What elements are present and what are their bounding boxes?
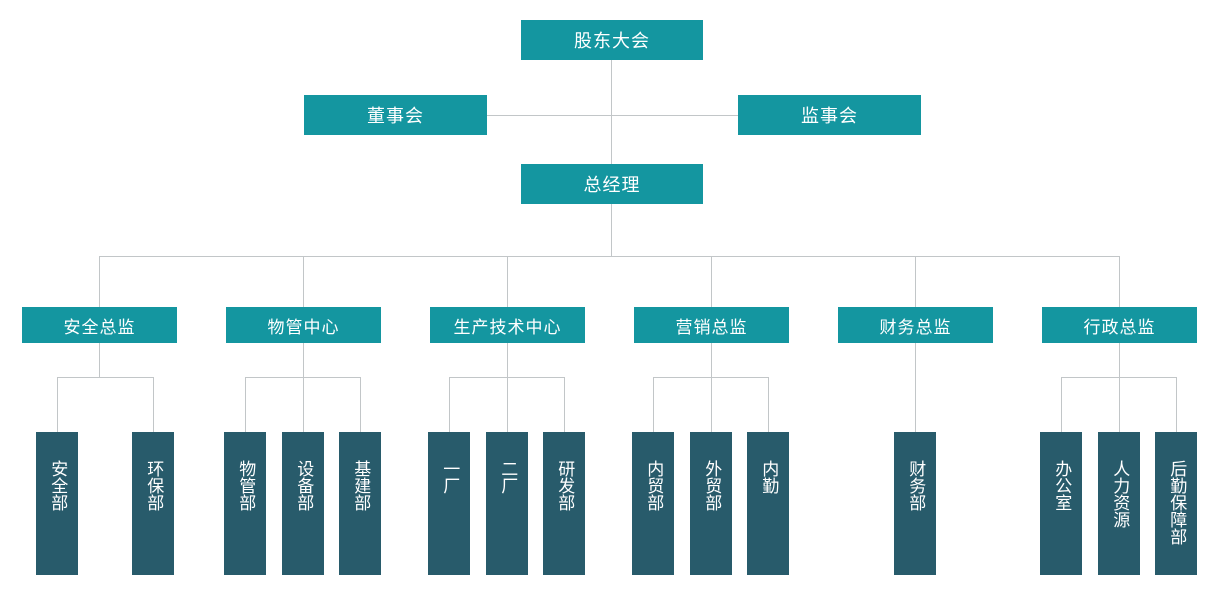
connector-director-4-stem xyxy=(915,343,916,432)
node-director-administration[interactable]: 行政总监 xyxy=(1042,307,1197,343)
node-director-administration-label: 行政总监 xyxy=(1083,317,1156,337)
node-shareholders-meeting-label: 股东大会 xyxy=(574,31,650,51)
connector-subbus-0 xyxy=(57,377,154,378)
connector-subbus-5 xyxy=(1061,377,1176,378)
node-dept-factory-two[interactable]: 二厂 xyxy=(486,432,528,575)
node-dept-human-resources[interactable]: 人力资源 xyxy=(1098,432,1140,575)
connector-gm-to-bus xyxy=(611,204,612,256)
connector-bus-to-director-5 xyxy=(1119,256,1120,307)
connector-subbus-1-to-dept-1 xyxy=(303,377,304,432)
connector-subbus-2-to-dept-1 xyxy=(507,377,508,432)
node-general-manager[interactable]: 总经理 xyxy=(521,164,703,204)
node-board-of-supervisors-label: 监事会 xyxy=(801,106,858,126)
node-director-finance[interactable]: 财务总监 xyxy=(838,307,993,343)
node-dept-finance[interactable]: 财务部 xyxy=(894,432,936,575)
connector-bus-to-director-4 xyxy=(915,256,916,307)
node-director-safety[interactable]: 安全总监 xyxy=(22,307,177,343)
node-dept-domestic-trade-label: 内贸部 xyxy=(644,460,664,511)
node-dept-domestic-trade[interactable]: 内贸部 xyxy=(632,432,674,575)
node-director-property-management[interactable]: 物管中心 xyxy=(226,307,381,343)
node-dept-factory-one[interactable]: 一厂 xyxy=(428,432,470,575)
node-dept-finance-label: 财务部 xyxy=(906,460,926,511)
node-dept-environmental-protection[interactable]: 环保部 xyxy=(132,432,174,575)
connector-director-0-stem xyxy=(99,343,100,378)
node-shareholders-meeting[interactable]: 股东大会 xyxy=(521,20,703,60)
node-dept-logistics-support-label: 后勤保障部 xyxy=(1167,460,1187,545)
connector-bus-to-director-1 xyxy=(303,256,304,307)
connector-subbus-2-to-dept-2 xyxy=(564,377,565,432)
node-director-property-management-label: 物管中心 xyxy=(267,317,340,337)
node-dept-property-management-label: 物管部 xyxy=(236,460,256,511)
node-dept-safety-label: 安全部 xyxy=(48,460,68,511)
connector-subbus-5-to-dept-1 xyxy=(1119,377,1120,432)
connector-director-5-stem xyxy=(1119,343,1120,378)
connector-director-3-stem xyxy=(711,343,712,378)
node-dept-factory-two-label: 二厂 xyxy=(498,460,518,494)
node-dept-foreign-trade[interactable]: 外贸部 xyxy=(690,432,732,575)
connector-subbus-0-to-dept-1 xyxy=(153,377,154,432)
connector-subbus-2 xyxy=(449,377,564,378)
connector-subbus-1-to-dept-2 xyxy=(360,377,361,432)
connector-director-bus xyxy=(99,256,1120,257)
node-dept-internal-affairs[interactable]: 内勤 xyxy=(747,432,789,575)
connector-subbus-3-to-dept-2 xyxy=(768,377,769,432)
node-dept-internal-affairs-label: 内勤 xyxy=(759,460,779,494)
node-dept-factory-one-label: 一厂 xyxy=(440,460,460,494)
connector-subbus-1 xyxy=(245,377,360,378)
connector-shareholders-to-gm xyxy=(611,60,612,164)
node-director-production-technology[interactable]: 生产技术中心 xyxy=(430,307,585,343)
node-board-of-directors-label: 董事会 xyxy=(367,106,424,126)
node-board-of-directors[interactable]: 董事会 xyxy=(304,95,487,135)
node-dept-research-development-label: 研发部 xyxy=(555,460,575,511)
node-dept-equipment[interactable]: 设备部 xyxy=(282,432,324,575)
node-dept-human-resources-label: 人力资源 xyxy=(1110,460,1130,528)
connector-director-1-stem xyxy=(303,343,304,378)
connector-bus-to-director-3 xyxy=(711,256,712,307)
node-dept-property-management[interactable]: 物管部 xyxy=(224,432,266,575)
node-director-marketing[interactable]: 营销总监 xyxy=(634,307,789,343)
connector-subbus-1-to-dept-0 xyxy=(245,377,246,432)
node-director-marketing-label: 营销总监 xyxy=(675,317,748,337)
connector-board-supervisors xyxy=(487,115,739,116)
connector-subbus-0-to-dept-0 xyxy=(57,377,58,432)
node-dept-office-label: 办公室 xyxy=(1052,460,1072,511)
node-director-production-technology-label: 生产技术中心 xyxy=(453,317,562,337)
node-dept-logistics-support[interactable]: 后勤保障部 xyxy=(1155,432,1197,575)
node-director-finance-label: 财务总监 xyxy=(879,317,952,337)
node-dept-office[interactable]: 办公室 xyxy=(1040,432,1082,575)
connector-subbus-3 xyxy=(653,377,768,378)
connector-bus-to-director-0 xyxy=(99,256,100,307)
node-general-manager-label: 总经理 xyxy=(583,175,641,195)
node-dept-infrastructure-label: 基建部 xyxy=(351,460,371,511)
connector-subbus-2-to-dept-0 xyxy=(449,377,450,432)
node-dept-infrastructure[interactable]: 基建部 xyxy=(339,432,381,575)
connector-bus-to-director-2 xyxy=(507,256,508,307)
node-dept-environmental-protection-label: 环保部 xyxy=(144,460,164,511)
node-dept-research-development[interactable]: 研发部 xyxy=(543,432,585,575)
connector-subbus-5-to-dept-2 xyxy=(1176,377,1177,432)
connector-subbus-5-to-dept-0 xyxy=(1061,377,1062,432)
connector-subbus-3-to-dept-1 xyxy=(711,377,712,432)
node-director-safety-label: 安全总监 xyxy=(63,317,136,337)
connector-subbus-3-to-dept-0 xyxy=(653,377,654,432)
node-dept-safety[interactable]: 安全部 xyxy=(36,432,78,575)
connector-director-2-stem xyxy=(507,343,508,378)
node-dept-foreign-trade-label: 外贸部 xyxy=(702,460,722,511)
node-dept-equipment-label: 设备部 xyxy=(294,460,314,511)
node-board-of-supervisors[interactable]: 监事会 xyxy=(738,95,921,135)
